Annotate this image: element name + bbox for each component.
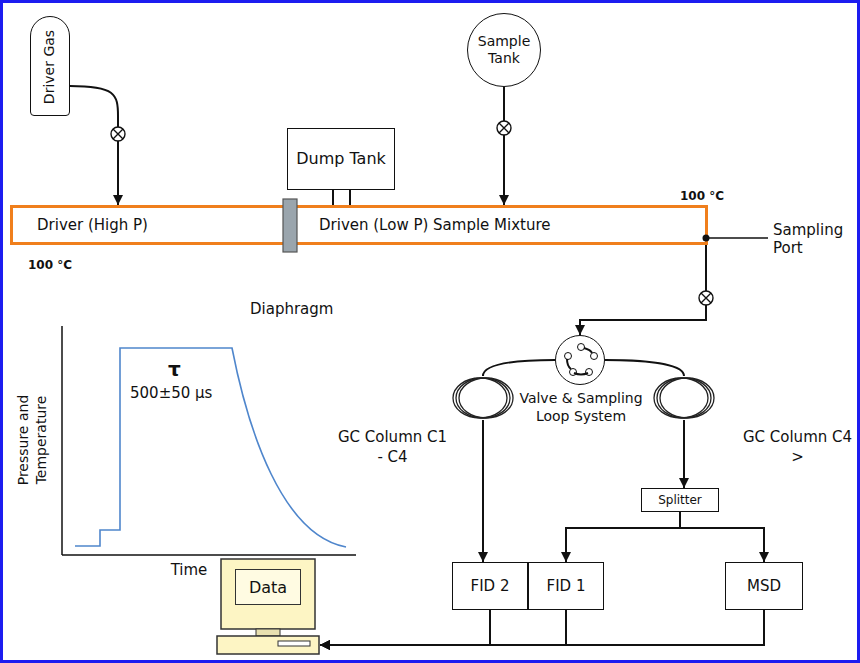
splitter-box: Splitter [641,488,719,512]
connector [503,87,505,205]
detector-box: FID 2 [452,562,528,610]
text-label: 100 °C [680,189,724,203]
tank-circle: Sample Tank [467,13,541,87]
node-text: Dump Tank [296,149,386,168]
leader-line [706,237,768,239]
text-label: 500±50 µs [130,384,212,402]
node-text: Sample Tank [468,33,540,67]
connector [580,238,706,335]
valve-symbol [699,291,713,305]
connector [680,512,764,562]
gc-column-coil [453,378,513,418]
text-label: Sampling Port [773,221,857,257]
computer: Data [216,556,320,656]
node-text: Driven (Low P) Sample Mixture [319,216,551,234]
tank-box: Dump Tank [287,128,395,190]
node-text: GC Column C4 > [740,428,855,467]
connector [333,190,350,205]
detector-box: MSD [725,562,803,610]
connector [605,360,684,376]
node-text: MSD [747,577,781,595]
detector-box: FID 1 [528,562,604,610]
valve-symbol [111,127,125,141]
connector [483,360,555,376]
node-text: Splitter [658,493,702,507]
node-text: Valve & Sampling Loop System [511,390,651,425]
connector [320,610,764,645]
connector [482,420,484,562]
node-text: FID 1 [547,577,586,595]
connector [683,420,685,488]
text-label: Diaphragm [250,300,333,318]
text-label: 100 °C [28,258,72,272]
sampling-valve-drawing [556,336,606,386]
valve-symbol [497,121,511,135]
axis [61,326,63,555]
gc-column-coil [654,378,714,418]
axis [62,554,356,556]
node-text: Data [235,569,301,605]
node-text: FID 2 [471,577,510,595]
gc-column: GC Column C4 > [654,376,714,420]
node-text: Driver (High P) [37,216,148,234]
text-label: Pressure and Temperature [15,375,51,505]
sampling-valve: Valve & Sampling Loop System [555,335,605,385]
inset-plot [62,326,356,555]
node-text: GC Column C1 - C4 [335,428,450,467]
gas-cylinder: Driver Gas [30,16,70,116]
text-label: τ [168,357,181,381]
connector [320,610,490,645]
pressure-trace [75,348,346,547]
node-text: Driver Gas [39,19,59,115]
connector [566,512,680,562]
text-label: Time [163,561,215,579]
connector [320,610,566,645]
shock-tube: Driver (High P) Driven (Low P) Sample Mix… [10,205,708,245]
gc-column: GC Column C1 - C4 [453,376,513,420]
connector [70,86,118,205]
